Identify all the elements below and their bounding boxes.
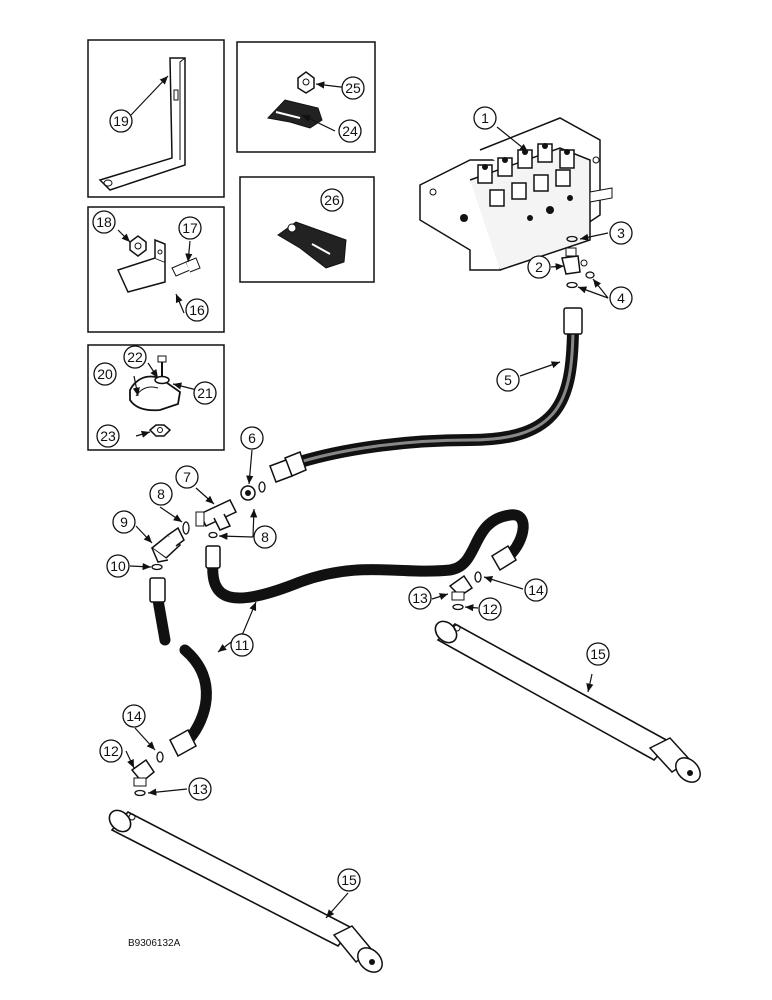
hose-11-left [149, 577, 212, 758]
callout-6: 6 [248, 430, 256, 446]
callout-20: 20 [97, 366, 113, 382]
callout-18: 18 [96, 214, 112, 230]
o-ring-upper [258, 481, 266, 493]
callout-1: 1 [481, 110, 489, 126]
o-ring-4b [566, 281, 578, 289]
tee-fitting-7 [195, 499, 238, 531]
callout-12: 12 [482, 601, 498, 617]
callout-4: 4 [617, 290, 625, 306]
valve-tee-fitting [561, 247, 588, 275]
hydraulic-cylinder-right [434, 620, 701, 783]
o-ring-10 [151, 563, 163, 571]
hose-5 [269, 307, 583, 483]
callout-22: 22 [127, 349, 143, 365]
hydraulic-cylinder-left [108, 809, 383, 973]
callout-12: 12 [103, 743, 119, 759]
o-ring-8-lower [208, 531, 218, 539]
nut-6 [240, 485, 256, 501]
callout-24: 24 [342, 123, 358, 139]
callout-25: 25 [345, 80, 361, 96]
callout-3: 3 [617, 225, 625, 241]
callout-17: 17 [182, 220, 198, 236]
figure-code: B9306132A [128, 938, 181, 949]
callout-14: 14 [528, 582, 544, 598]
elbow-fitting-12-left [130, 758, 155, 787]
hose-11-right [205, 509, 529, 604]
callout-15: 15 [341, 872, 357, 888]
inset-panel-clamp-large [239, 176, 375, 283]
o-ring-14-right [474, 571, 482, 583]
callout-26: 26 [324, 192, 340, 208]
callout-2: 2 [535, 259, 543, 275]
callout-23: 23 [100, 428, 116, 444]
callout-7: 7 [183, 469, 191, 485]
callout-16: 16 [189, 302, 205, 318]
o-ring-8-left [182, 521, 190, 535]
callout-8: 8 [261, 529, 269, 545]
o-ring-3 [566, 235, 578, 243]
callout-14: 14 [126, 708, 142, 724]
inset-panel-clamp-assembly [87, 344, 225, 451]
callout-8: 8 [157, 486, 165, 502]
o-ring-4a [585, 271, 595, 279]
callout-19: 19 [113, 113, 129, 129]
callout-9: 9 [120, 514, 128, 530]
callout-5: 5 [504, 372, 512, 388]
inset-panel-bracket [87, 39, 225, 198]
callout-21: 21 [197, 385, 213, 401]
o-ring-14-left [156, 751, 164, 763]
elbow-fitting-13-right [448, 574, 474, 601]
control-valve-assembly [419, 117, 613, 271]
callout-11: 11 [235, 637, 250, 653]
callout-15: 15 [590, 646, 606, 662]
callout-13: 13 [412, 590, 428, 606]
callout-10: 10 [110, 558, 126, 574]
o-ring-13-left [134, 789, 146, 797]
callout-13: 13 [192, 781, 208, 797]
o-ring-12-right [452, 603, 464, 611]
elbow-fitting-9 [150, 526, 185, 563]
